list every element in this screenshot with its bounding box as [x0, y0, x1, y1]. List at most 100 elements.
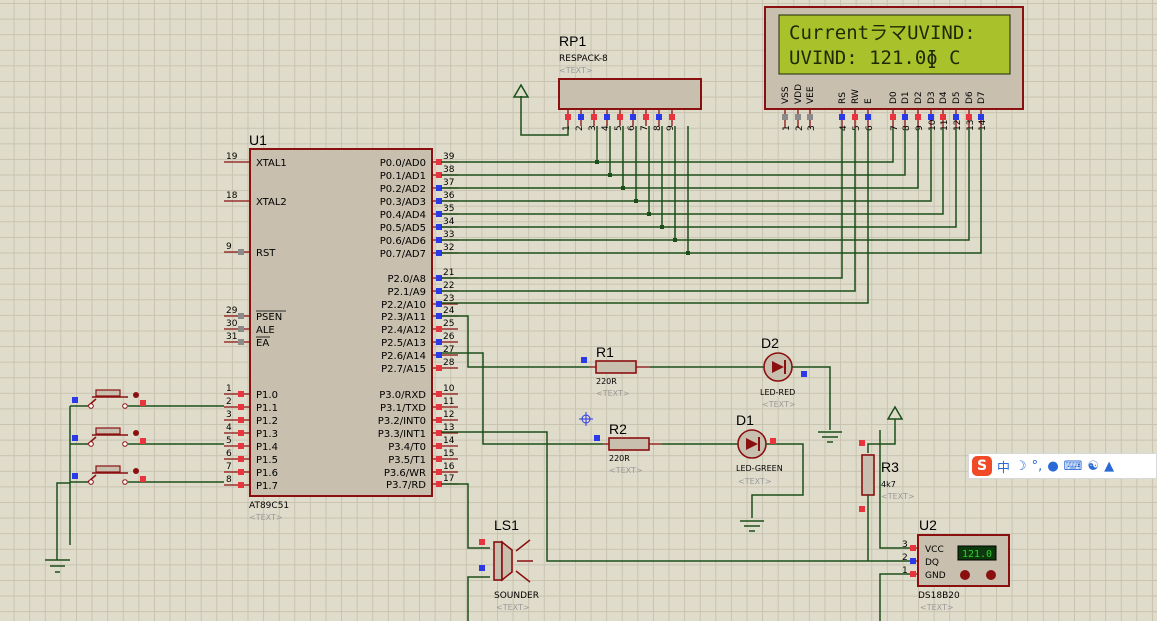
pin-name: P2.4/A12: [381, 325, 426, 336]
pin-marker: [436, 198, 442, 204]
push-buttons[interactable]: [70, 389, 224, 485]
lcd-line-1: CurrentラマUVIND:: [789, 22, 976, 44]
pin-number: 8: [653, 125, 663, 131]
pin-marker: [591, 114, 597, 120]
ls1-sounder[interactable]: LS1 SOUNDER <TEXT>: [441, 483, 539, 621]
pin-number: 6: [627, 125, 637, 131]
pin-marker: [630, 114, 636, 120]
ime-toolbar[interactable]: S 中 ☽ °, ● ⌨ ☯ ▲: [968, 453, 1157, 479]
pin-marker: [436, 404, 442, 410]
led-red-circuit[interactable]: R1 220R <TEXT> D2 LED-RED <TEXT>: [441, 315, 842, 443]
pin-marker: [801, 371, 807, 377]
punctuation-toggle[interactable]: °,: [1031, 458, 1043, 474]
pin-name: P0.4/AD4: [380, 210, 426, 221]
lcd-pin-name: D6: [965, 91, 975, 104]
pin-marker: [436, 159, 442, 165]
pin-marker: [238, 456, 244, 462]
push-button-1[interactable]: [70, 389, 224, 409]
keyboard-icon[interactable]: ⌨: [1063, 458, 1083, 474]
pin-marker: [436, 456, 442, 462]
pin-number: 8: [226, 475, 232, 485]
pin-name: P0.5/AD5: [380, 223, 426, 234]
power-terminal-r3: [886, 405, 904, 420]
pin-marker: [72, 473, 78, 479]
lcd-pin-name: D1: [901, 91, 911, 104]
pin-marker: [436, 313, 442, 319]
pin-number: 21: [443, 268, 454, 278]
pin-marker: [865, 114, 871, 120]
r1-text: <TEXT>: [596, 389, 630, 398]
lcd-module[interactable]: CurrentラマUVIND: UVIND: 121.0ɸ C VSS1VDD2…: [764, 6, 1024, 131]
pin-marker: [238, 443, 244, 449]
pin-marker: [978, 114, 984, 120]
push-button-3[interactable]: [70, 465, 224, 485]
pin-number: 39: [443, 152, 455, 162]
pin-number: 30: [226, 319, 238, 329]
pin-marker: [436, 224, 442, 230]
rp1-body: [558, 78, 702, 110]
pin-number: 3: [588, 125, 598, 131]
pin-number: 11: [443, 397, 454, 407]
pin-marker: [436, 185, 442, 191]
pin-marker: [436, 481, 442, 487]
microphone-icon[interactable]: ●: [1047, 458, 1059, 474]
pin-number: 13: [443, 423, 454, 433]
pin-number: 10: [928, 119, 938, 131]
pin-number: 9: [915, 125, 925, 131]
pin-number: 9: [226, 242, 232, 252]
pin-number: 3: [807, 125, 817, 131]
pin-name: P3.6/WR: [384, 468, 426, 479]
pin-name: P0.6/AD6: [380, 236, 426, 247]
pin-number: 1: [902, 566, 908, 576]
pin-name: VCC: [925, 545, 944, 555]
pin-marker: [617, 114, 623, 120]
r2-value: 220R: [609, 454, 630, 463]
pin-name: P1.7: [256, 481, 278, 492]
pin-number: 5: [614, 125, 624, 131]
push-button-2[interactable]: [70, 427, 224, 447]
pin-number: 7: [226, 462, 232, 472]
pin-number: 12: [953, 120, 963, 131]
pin-marker: [910, 571, 916, 577]
ls1-ref: LS1: [494, 517, 519, 533]
u1-microcontroller[interactable]: U1 AT89C51 <TEXT> 19XTAL118XTAL29RST29PS…: [224, 132, 458, 522]
r1-ref: R1: [596, 344, 614, 360]
rp1-pullup-wire: [512, 83, 569, 136]
u1-ref: U1: [249, 132, 267, 148]
pin-number: 27: [443, 345, 454, 355]
pin-marker: [807, 114, 813, 120]
pin-name: P3.0/RXD: [379, 390, 426, 401]
ime-lang-toggle[interactable]: 中: [997, 460, 1011, 476]
u1-left-pins: 19XTAL118XTAL29RST29PSEN30ALE31EA1P1.02P…: [224, 152, 287, 492]
shirt-icon[interactable]: ▲: [1104, 458, 1115, 474]
pin-name: XTAL2: [256, 197, 287, 208]
lcd-pin-name: E: [864, 98, 874, 104]
pin-marker: [238, 249, 244, 255]
pin-name: PSEN: [256, 312, 282, 323]
pin-marker: [578, 114, 584, 120]
d2-ref: D2: [761, 335, 779, 351]
moon-icon[interactable]: ☽: [1015, 458, 1027, 474]
pin-marker: [928, 114, 934, 120]
pin-number: 19: [226, 152, 238, 162]
lcd-pin-name: VDD: [794, 84, 804, 104]
sogou-logo-icon[interactable]: S: [972, 456, 992, 476]
pin-name: RST: [256, 248, 276, 259]
decrement-button[interactable]: [960, 570, 970, 580]
pin-name: P1.1: [256, 403, 278, 414]
r2-text: <TEXT>: [609, 466, 643, 475]
pin-number: 23: [443, 294, 454, 304]
user-icon[interactable]: ☯: [1087, 458, 1100, 474]
led-green-circuit[interactable]: R2 220R <TEXT> D1 LED-GREEN <TEXT>: [482, 367, 804, 532]
u2-ref: U2: [919, 517, 937, 533]
r3-value: 4k7: [881, 480, 896, 489]
pin-marker: [140, 476, 146, 482]
increment-button[interactable]: [986, 570, 996, 580]
pin-number: 16: [443, 462, 455, 472]
pin-name: P1.0: [256, 390, 278, 401]
rp1-ref: RP1: [559, 33, 586, 49]
pin-marker: [770, 438, 776, 444]
